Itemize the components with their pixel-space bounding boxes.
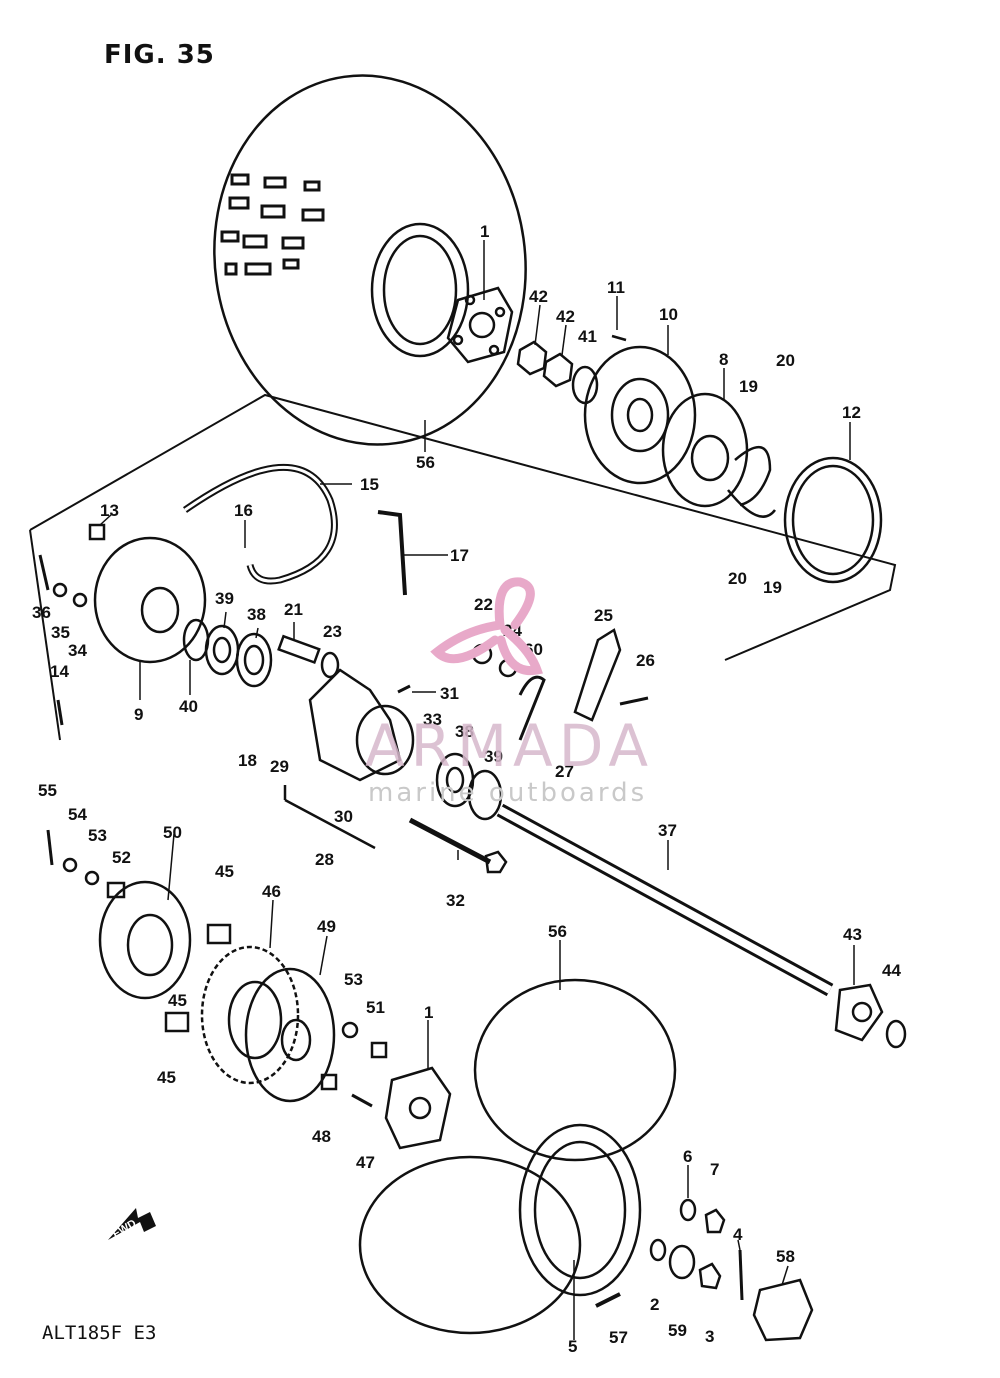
callout-1: 1: [424, 1003, 433, 1022]
callout-45: 45: [215, 862, 234, 881]
callout-27: 27: [555, 762, 574, 781]
callout-3: 3: [705, 1327, 714, 1346]
callout-42: 42: [529, 287, 548, 306]
callout-28: 28: [315, 850, 334, 869]
propeller-logo-icon: [430, 577, 543, 676]
callout-49: 49: [317, 917, 336, 936]
callout-20: 20: [728, 569, 747, 588]
callout-51: 51: [366, 998, 385, 1017]
callout-56: 56: [416, 453, 435, 472]
callout-54: 54: [68, 805, 87, 824]
callout-29: 29: [270, 757, 289, 776]
callout-45: 45: [168, 991, 187, 1010]
brake-disc-drawing: [244, 967, 336, 1103]
callout-7: 7: [710, 1160, 719, 1179]
nut-42a-drawing: [516, 340, 548, 376]
rear-axle-drawing: [496, 803, 834, 997]
sprocket-drawing: [200, 945, 300, 1085]
bolt-17-drawing: [377, 510, 407, 596]
callout-55: 55: [38, 781, 57, 800]
callout-10: 10: [659, 305, 678, 324]
callout-57: 57: [609, 1328, 628, 1347]
callout-38: 38: [247, 605, 266, 624]
callout-numbers: 1 42 42 11 41 10 8 20 19 12 19 20 56 13 …: [32, 222, 901, 1356]
callout-17: 17: [450, 546, 469, 565]
brake-shoe-lower-drawing: [727, 489, 776, 518]
callout-5: 5: [568, 1337, 577, 1356]
callout-32: 32: [446, 891, 465, 910]
forward-arrow-shape: [108, 1208, 156, 1240]
callout-15: 15: [360, 475, 379, 494]
bearing-41-drawing: [571, 365, 599, 405]
brake-drum-drawing: [583, 345, 697, 485]
callout-59: 59: [668, 1321, 687, 1340]
watermark-brand: ARMADA: [365, 712, 655, 780]
model-code: ALT185F E3: [42, 1322, 157, 1344]
upper-tire-drawing: [213, 74, 527, 446]
callout-52: 52: [112, 848, 131, 867]
callout-42: 42: [556, 307, 575, 326]
callout-4: 4: [733, 1225, 743, 1244]
callout-19: 19: [739, 377, 758, 396]
callout-43: 43: [843, 925, 862, 944]
nut-42b-drawing: [542, 352, 574, 388]
assembly-outline: [29, 393, 897, 661]
callout-34: 34: [68, 641, 87, 660]
callout-46: 46: [262, 882, 281, 901]
callout-41: 41: [578, 327, 597, 346]
callout-18: 18: [238, 751, 257, 770]
callout-39: 39: [484, 747, 503, 766]
callout-19: 19: [763, 578, 782, 597]
upper-hub-drawing: [446, 286, 514, 364]
callout-13: 13: [100, 501, 119, 520]
callout-30: 30: [334, 807, 353, 826]
callout-31: 31: [440, 684, 459, 703]
callout-1: 1: [480, 222, 489, 241]
caliper-plate-drawing: [93, 536, 207, 664]
callout-25: 25: [594, 606, 613, 625]
figure-title: FIG. 35: [104, 40, 215, 70]
o-ring-12-drawing: [783, 456, 883, 584]
callout-53: 53: [344, 970, 363, 989]
callout-16: 16: [234, 501, 253, 520]
callout-9: 9: [134, 705, 143, 724]
callout-20: 20: [776, 351, 795, 370]
callout-35: 35: [51, 623, 70, 642]
callout-48: 48: [312, 1127, 331, 1146]
callout-53: 53: [88, 826, 107, 845]
callout-23: 23: [323, 622, 342, 641]
callout-2: 2: [650, 1295, 659, 1314]
callout-11: 11: [607, 278, 625, 297]
callout-50: 50: [163, 823, 182, 842]
callout-39: 39: [215, 589, 234, 608]
callout-8: 8: [719, 350, 728, 369]
callout-56: 56: [548, 922, 567, 941]
cap-58-drawing: [752, 1278, 814, 1342]
callout-47: 47: [356, 1153, 375, 1172]
callout-14: 14: [50, 662, 69, 681]
callout-21: 21: [284, 600, 303, 619]
sprocket-hub-drawing: [98, 880, 192, 1000]
callout-37: 37: [658, 821, 677, 840]
callout-58: 58: [776, 1247, 795, 1266]
watermark-tagline: marine outboards: [368, 778, 648, 808]
callout-38: 38: [455, 722, 474, 741]
lower-tire-drawing: [358, 978, 677, 1335]
callout-26: 26: [636, 651, 655, 670]
hub-43-drawing: [834, 983, 884, 1042]
callout-33: 33: [423, 710, 442, 729]
lower-hub-drawing: [384, 1066, 452, 1150]
callout-22: 22: [474, 595, 493, 614]
axle-housing-drawing: [308, 668, 415, 782]
callout-45: 45: [157, 1068, 176, 1087]
brake-shoe-upper-drawing: [734, 445, 772, 507]
brake-panel-drawing: [661, 392, 749, 508]
callout-44: 44: [882, 961, 901, 980]
callout-6: 6: [683, 1147, 692, 1166]
callout-40: 40: [179, 697, 198, 716]
callout-36: 36: [32, 603, 51, 622]
callout-12: 12: [842, 403, 861, 422]
